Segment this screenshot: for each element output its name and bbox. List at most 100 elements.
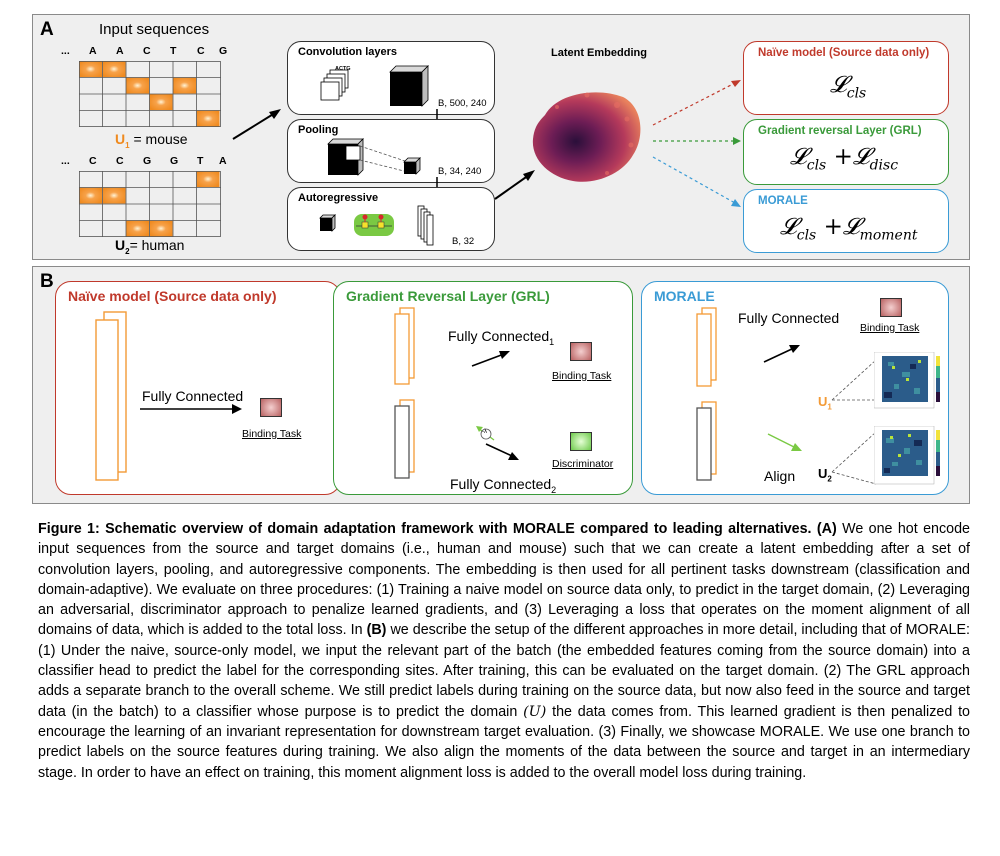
grl-loss-box: Gradient reversal Layer (GRL) 𝓛cls +𝓛dis… bbox=[743, 119, 949, 185]
loss-subscript: cls bbox=[796, 227, 817, 244]
seq-letter: G bbox=[170, 155, 179, 167]
grl-loss-formula: 𝓛cls +𝓛disc bbox=[790, 144, 898, 174]
figure-caption: Figure 1: Schematic overview of domain a… bbox=[38, 519, 970, 783]
arrow-to-latent bbox=[494, 170, 535, 200]
panel-a-letter: A bbox=[40, 19, 54, 40]
naive-model-panel: Naïve model (Source data only) Fully Con… bbox=[55, 281, 341, 495]
morale-loss-formula: 𝓛cls +𝓛moment bbox=[780, 214, 918, 244]
loss-symbol: 𝓛 bbox=[842, 214, 860, 240]
loss-subscript: disc bbox=[869, 157, 899, 174]
seq-letter: G bbox=[143, 155, 152, 167]
naive-binding-task-square bbox=[260, 398, 282, 417]
loss-subscript: cls bbox=[846, 85, 867, 102]
latent-embedding-title: Latent Embedding bbox=[551, 47, 647, 59]
gradient-reversal-icon bbox=[476, 426, 495, 441]
grl-binding-task-label: Binding Task bbox=[552, 370, 612, 382]
pooling-title: Pooling bbox=[298, 124, 339, 136]
caption-text-2: we describe the setup of the different a… bbox=[38, 622, 970, 720]
caption-text-3: the data comes from. This learned gradie… bbox=[38, 703, 971, 781]
align-label: Align bbox=[764, 468, 796, 484]
morale-fc-label: Fully Connected bbox=[738, 310, 840, 326]
seq-letter: A bbox=[219, 155, 227, 167]
morale-binding-task-square bbox=[880, 298, 902, 317]
morale-u2-label: U2 bbox=[818, 466, 832, 484]
grl-title: Gradient reversal Layer (GRL) bbox=[758, 125, 922, 137]
caption-figure-label: Figure 1: Schematic overview of domain a… bbox=[38, 521, 812, 537]
align-arrow bbox=[767, 433, 802, 451]
auto-dim-label: B, 32 bbox=[452, 236, 475, 247]
convolution-layers-box: Convolution layers ACTG B, 500, 240 bbox=[287, 41, 495, 115]
naive-feature-layers bbox=[95, 311, 127, 481]
u2-subscript: 2 bbox=[827, 474, 832, 484]
seq1-letters: ... A A C T C G bbox=[61, 45, 241, 59]
morale-feature-layers-top bbox=[696, 307, 717, 387]
seq-letter: ... bbox=[61, 45, 70, 57]
loss-symbol: 𝓛 bbox=[852, 144, 870, 170]
u2-subscript: 2 bbox=[125, 246, 130, 256]
seq-letter: C bbox=[89, 155, 97, 167]
u2-heatmap bbox=[874, 426, 940, 485]
panel-b-letter: B bbox=[40, 271, 54, 292]
u2-label: U2= human bbox=[115, 237, 184, 256]
u1-label: U1 = mouse bbox=[115, 131, 188, 150]
u1-suffix: = mouse bbox=[129, 131, 188, 147]
grl-fc2-label: Fully Connected2 bbox=[450, 476, 556, 495]
morale-title: MORALE bbox=[758, 195, 808, 207]
seq-letter: A bbox=[116, 45, 124, 57]
grl-panel-title: Gradient Reversal Layer (GRL) bbox=[346, 288, 550, 304]
u2-suffix: = human bbox=[129, 237, 185, 253]
one-hot-grid-1 bbox=[79, 61, 221, 127]
seq-letter: T bbox=[197, 155, 204, 167]
naive-model-loss-box: Naïve model (Source data only) 𝓛cls bbox=[743, 41, 949, 115]
grl-panel: Gradient Reversal Layer (GRL) Fully Conn… bbox=[333, 281, 633, 495]
loss-symbol: 𝓛 bbox=[790, 144, 807, 170]
grl-fc1-arrow bbox=[471, 351, 510, 367]
seq-letter: A bbox=[89, 45, 97, 57]
u1-subscript: 1 bbox=[827, 402, 832, 412]
discriminator-square bbox=[570, 432, 592, 451]
caption-a-ref: (A) bbox=[816, 521, 837, 537]
morale-panel-title: MORALE bbox=[654, 288, 715, 304]
grl-feature-layers-top bbox=[394, 307, 415, 385]
loss-symbol: 𝓛 bbox=[830, 72, 847, 98]
grl-fc2-arrow bbox=[485, 443, 519, 460]
caption-text-1: We one hot encode input sequences from t… bbox=[38, 521, 970, 639]
u2-connector-lines bbox=[831, 431, 877, 485]
naive-binding-task-label: Binding Task bbox=[242, 428, 302, 440]
caption-b-ref: (B) bbox=[366, 622, 387, 639]
u1-symbol: U bbox=[115, 131, 126, 147]
autoregressive-title: Autoregressive bbox=[298, 192, 379, 204]
fc2-text: Fully Connected bbox=[450, 476, 552, 492]
u2-symbol: U bbox=[818, 466, 828, 481]
autoregressive-icons bbox=[319, 205, 434, 246]
naive-fc-arrow bbox=[140, 404, 242, 414]
naive-fc-label: Fully Connected bbox=[142, 388, 244, 404]
morale-panel: MORALE Fully Connected Binding Task U1 bbox=[641, 281, 949, 495]
conv-dim-label: B, 500, 240 bbox=[438, 98, 487, 109]
fc2-subscript: 2 bbox=[551, 484, 557, 495]
grl-fc1-label: Fully Connected1 bbox=[448, 328, 554, 347]
loss-subscript: moment bbox=[859, 227, 918, 244]
seq-letter: C bbox=[143, 45, 151, 57]
arrow-to-network bbox=[232, 109, 281, 140]
latent-embedding-cloud bbox=[532, 92, 641, 182]
naive-panel-title: Naïve model (Source data only) bbox=[68, 288, 277, 304]
kernel-stack-icon bbox=[320, 69, 349, 101]
plus-sign: + bbox=[833, 144, 853, 170]
conv-feature-cube bbox=[389, 65, 429, 107]
u1-subscript: 1 bbox=[125, 140, 130, 150]
panel-a: A Input sequences ... A A C T C G U1 = m… bbox=[32, 14, 970, 260]
autoregressive-box: Autoregressive B, 32 bbox=[287, 187, 495, 251]
grl-binding-task-square bbox=[570, 342, 592, 361]
fc1-text: Fully Connected bbox=[448, 328, 550, 344]
grl-feature-layers-bottom bbox=[394, 399, 415, 479]
seq-letter: C bbox=[197, 45, 205, 57]
one-hot-grid-2 bbox=[79, 171, 221, 237]
u1-heatmap bbox=[874, 352, 940, 409]
seq-letter: G bbox=[219, 45, 228, 57]
naive-model-title: Naïve model (Source data only) bbox=[758, 47, 930, 59]
input-sequences-title: Input sequences bbox=[99, 21, 210, 38]
dotted-arrows-to-models bbox=[652, 80, 741, 207]
lambda-label: -λ bbox=[482, 429, 487, 435]
seq-letter: C bbox=[116, 155, 124, 167]
